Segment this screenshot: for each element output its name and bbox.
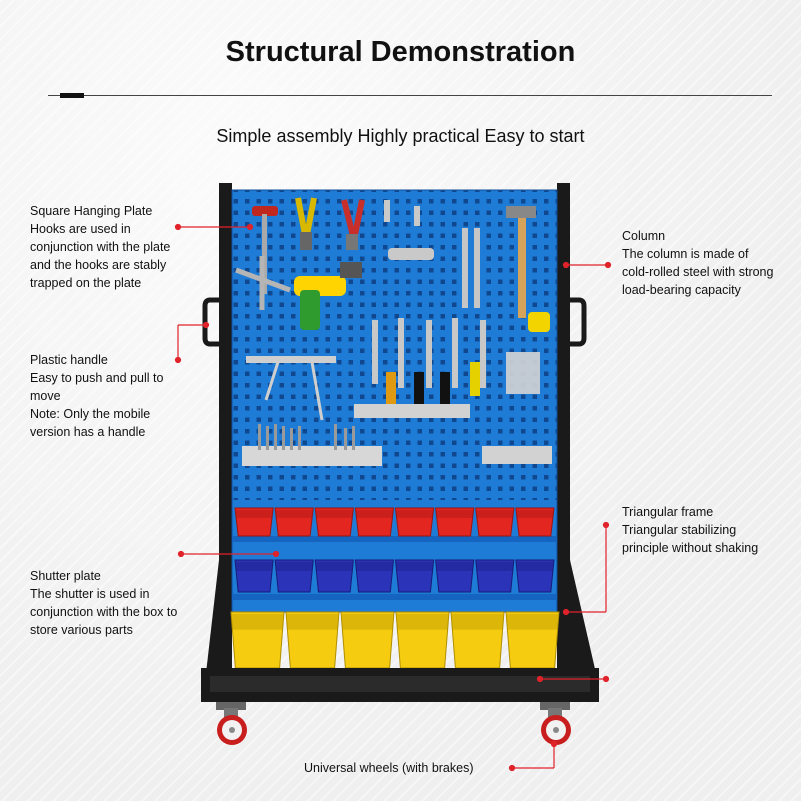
storage-bin-lip [356, 562, 393, 571]
shutter-rail-top [232, 536, 557, 542]
storage-bin [475, 559, 515, 593]
annotation-heading: Plastic handle [30, 353, 108, 367]
storage-bin [314, 507, 354, 537]
annotation-line: Note: Only the mobile [30, 407, 151, 421]
annotation-line: conjunction with the box to [30, 605, 178, 619]
annotation-line: trapped on the plate [30, 276, 142, 290]
storage-bin [354, 559, 395, 593]
annotation-line: and the hooks are stably [30, 258, 167, 272]
storage-bin [394, 559, 435, 593]
page-title: Structural Demonstration [225, 36, 576, 68]
storage-bin-lip [436, 510, 473, 518]
storage-bin [274, 507, 314, 537]
storage-bin-lip [476, 562, 513, 571]
yellow-bins [230, 611, 560, 669]
annotation-heading: Column [622, 229, 666, 243]
annotation-heading: Shutter plate [30, 569, 101, 583]
annotation-handle: Plastic handle Easy to push and pull to … [30, 351, 163, 441]
title-divider [48, 95, 772, 96]
storage-bin-lip [476, 510, 513, 518]
storage-bin-lip [516, 562, 553, 571]
storage-bin [394, 507, 435, 537]
annotation-line: store various parts [30, 623, 133, 637]
storage-bin [234, 507, 274, 537]
storage-bin [475, 507, 515, 537]
leader-lines [174, 223, 612, 772]
annotation-heading: Triangular frame [622, 505, 714, 519]
left-column [205, 183, 232, 693]
annotation-wheels: Universal wheels (with brakes) [304, 759, 474, 777]
base-tray [201, 668, 599, 702]
storage-bin-lip [396, 562, 433, 571]
storage-bin-lip [342, 614, 393, 630]
annotation-line: cold-rolled steel with strong [622, 265, 774, 279]
storage-bin-lip [316, 510, 353, 518]
storage-bin [515, 559, 555, 593]
storage-bin [354, 507, 395, 537]
annotation-line: principle without shaking [622, 541, 759, 555]
annotation-line: The column is made of [622, 247, 749, 261]
annotation-line: Easy to push and pull to [30, 371, 164, 385]
page-subtitle: Simple assembly Highly practical Easy to… [216, 126, 585, 146]
storage-bin-lip [397, 614, 448, 630]
storage-bin-lip [236, 562, 273, 571]
storage-bin [435, 507, 475, 537]
caster-wheel-left [216, 702, 247, 745]
right-column [557, 183, 598, 693]
annotation-line: load-bearing capacity [622, 283, 741, 297]
storage-bin-lip [276, 562, 313, 571]
storage-bin-lip [452, 614, 503, 630]
annotation-line: Hooks are used in [30, 222, 131, 236]
storage-bin-lip [396, 510, 433, 518]
annotation-line: The shutter is used in [30, 587, 150, 601]
storage-bin [515, 507, 555, 537]
hanging-tools [235, 197, 552, 466]
storage-bin-lip [356, 510, 393, 518]
storage-bin [314, 559, 354, 593]
right-handle [570, 297, 587, 347]
annotation-line: move [30, 389, 61, 403]
storage-bin-lip [287, 614, 338, 630]
annotation-line: conjunction with the plate [30, 240, 171, 254]
storage-bin [435, 559, 475, 593]
annotation-shutter: Shutter plate The shutter is used in con… [30, 567, 177, 639]
annotation-hanging-plate: Square Hanging Plate Hooks are used in c… [30, 202, 170, 292]
storage-bin-lip [232, 614, 283, 630]
storage-bin-lip [316, 562, 353, 571]
storage-bin-lip [276, 510, 313, 518]
annotation-line: Triangular stabilizing [622, 523, 737, 537]
annotation-frame: Triangular frame Triangular stabilizing … [622, 503, 758, 557]
caster-wheel-right [540, 702, 571, 745]
annotation-column: Column The column is made of cold-rolled… [622, 227, 773, 299]
storage-bin [274, 559, 314, 593]
annotation-line: version has a handle [30, 425, 146, 439]
storage-bin-lip [507, 614, 558, 630]
annotation-heading: Universal wheels (with brakes) [304, 761, 474, 775]
storage-bin-lip [436, 562, 473, 571]
storage-bin-lip [516, 510, 553, 518]
red-bins [234, 507, 555, 537]
title-divider-accent [60, 93, 84, 98]
left-handle [202, 297, 219, 347]
storage-bin-lip [236, 510, 273, 518]
annotation-heading: Square Hanging Plate [30, 204, 153, 218]
storage-bin [234, 559, 274, 593]
blue-bins [234, 559, 555, 593]
shutter-rail-mid [232, 594, 557, 600]
